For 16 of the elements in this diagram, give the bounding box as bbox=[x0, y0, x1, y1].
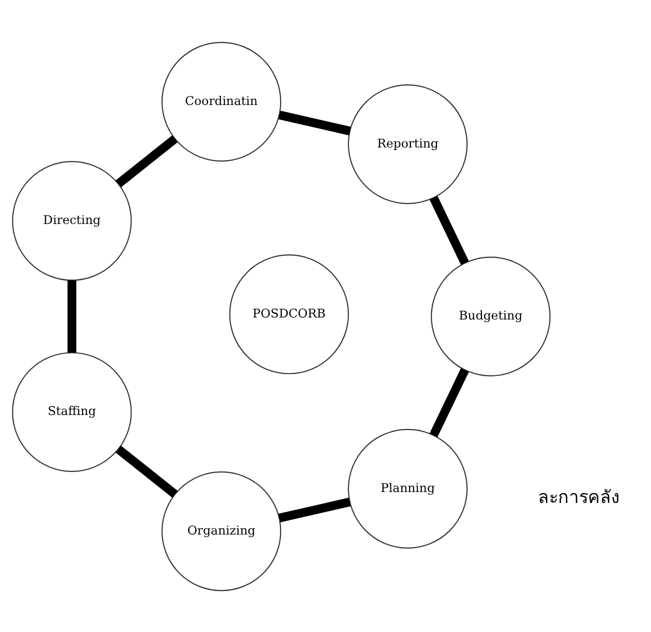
connector bbox=[278, 110, 351, 135]
connector bbox=[278, 497, 351, 522]
node-circle: Coordinatin bbox=[161, 41, 282, 162]
connector bbox=[430, 368, 469, 437]
node-circle: Planning bbox=[348, 428, 468, 548]
connector bbox=[68, 280, 76, 352]
node-circle: POSDCORB bbox=[229, 254, 349, 374]
node-circle: Staffing bbox=[12, 352, 132, 472]
connector bbox=[116, 134, 178, 187]
connector bbox=[116, 445, 178, 498]
node-circle: Budgeting bbox=[430, 256, 551, 376]
node-circle: Reporting bbox=[348, 84, 468, 204]
connector bbox=[430, 195, 469, 264]
node-circle: Directing bbox=[12, 160, 132, 280]
node-circle: Organizing bbox=[161, 470, 282, 591]
label: ละการคลัง bbox=[538, 488, 620, 508]
